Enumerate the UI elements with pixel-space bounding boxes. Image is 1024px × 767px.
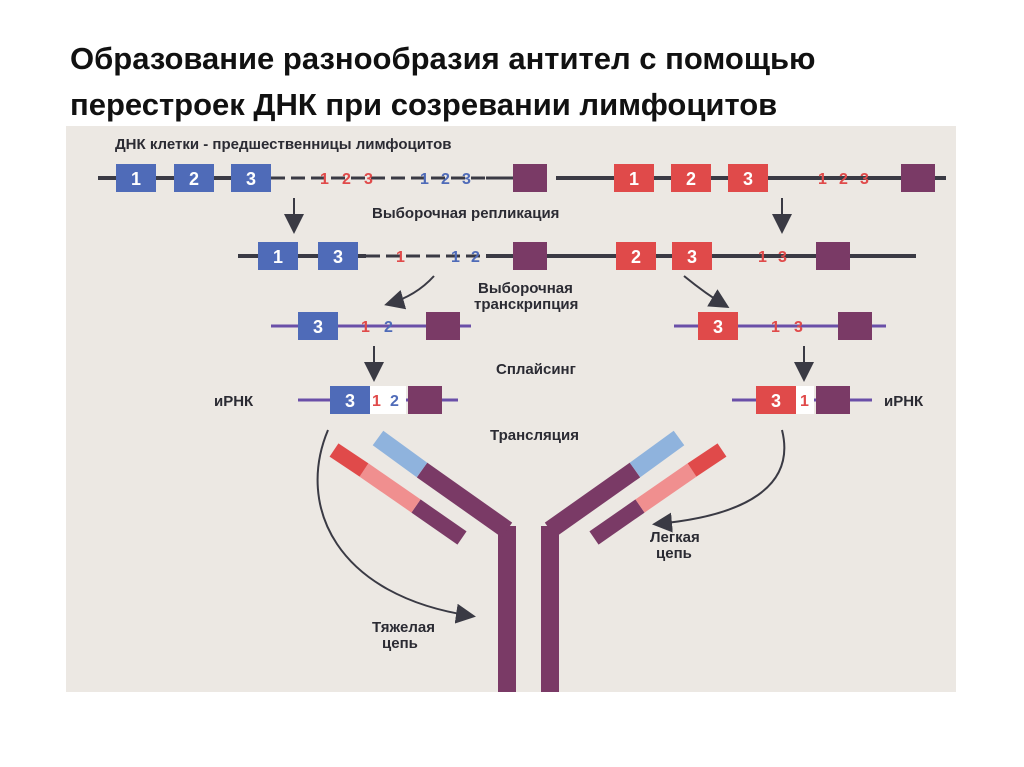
red-v-box-2-label: 2 bbox=[686, 169, 696, 189]
blue-j-seg-2: 2 bbox=[441, 171, 450, 188]
mrna-left-j-cell bbox=[370, 386, 386, 414]
title-line-1: Образование разнообразия антител с помощ… bbox=[70, 41, 816, 76]
blue-v-box-2-label: 2 bbox=[189, 169, 199, 189]
row2-blue-seg-1: 1 bbox=[451, 249, 460, 266]
blue-v-box-1 bbox=[116, 164, 156, 192]
dna-row-1: 1 2 3 1 2 3 1 2 3 1 2 3 1 2 3 bbox=[98, 164, 946, 192]
heavy-chain-arm-left-constant bbox=[416, 462, 513, 538]
mrna-right-red-seg: 1 bbox=[800, 393, 809, 410]
light-chain-label-1: Легкая bbox=[650, 529, 700, 546]
row3-blue-box-3-label: 3 bbox=[313, 317, 323, 337]
row2-constant-right bbox=[816, 242, 850, 270]
blue-v-box-3-label: 3 bbox=[246, 169, 256, 189]
red-j-seg-1: 1 bbox=[320, 171, 329, 188]
selective-replication-label: Выборочная репликация bbox=[372, 205, 559, 222]
red-v-box-2 bbox=[671, 164, 711, 192]
light-chain-label-2: цепь bbox=[656, 545, 692, 562]
row3-red-box-3-label: 3 bbox=[713, 317, 723, 337]
row3-constant-left bbox=[426, 312, 460, 340]
constant-box-right bbox=[901, 164, 935, 192]
translation-label: Трансляция bbox=[490, 427, 579, 444]
row3-constant-right bbox=[838, 312, 872, 340]
dna-row-2: 1 3 1 1 2 2 3 1 3 bbox=[238, 242, 916, 270]
row2-red-seg-right-1: 1 bbox=[758, 249, 767, 266]
red-j2-seg-1: 1 bbox=[818, 171, 827, 188]
blue-v-box-3 bbox=[231, 164, 271, 192]
row2-red-box-2-label: 2 bbox=[631, 247, 641, 267]
row2-blue-box-1 bbox=[258, 242, 298, 270]
blue-v-box-1-label: 1 bbox=[131, 169, 141, 189]
blue-j-seg-1: 1 bbox=[420, 171, 429, 188]
arrow-to-light-chain bbox=[652, 429, 786, 533]
arrow-to-heavy-chain bbox=[316, 429, 476, 624]
mrna-right-constant bbox=[816, 386, 850, 414]
row3-red-seg-1: 1 bbox=[361, 319, 370, 336]
transcript-row-3: 3 1 2 3 1 3 bbox=[271, 312, 886, 340]
mrna-left-blue-box bbox=[330, 386, 370, 414]
light-chain-right-joint bbox=[635, 463, 697, 513]
mrna-left: 3 1 2 bbox=[298, 386, 458, 414]
row2-blue-seg-2: 2 bbox=[471, 249, 480, 266]
light-chain-left-variable bbox=[329, 443, 369, 477]
row3-red-box-3 bbox=[698, 312, 738, 340]
blue-v-box-2 bbox=[174, 164, 214, 192]
red-v-box-1-label: 1 bbox=[629, 169, 639, 189]
row3-blue-box-3 bbox=[298, 312, 338, 340]
light-chain-left-joint bbox=[359, 463, 421, 513]
mrna-label-left: иРНК bbox=[214, 393, 254, 410]
row2-red-box-3 bbox=[672, 242, 712, 270]
red-j-seg-3: 3 bbox=[364, 171, 373, 188]
red-j2-seg-3: 3 bbox=[860, 171, 869, 188]
splicing-label: Сплайсинг bbox=[496, 361, 576, 378]
row3-blue-seg-2: 2 bbox=[384, 319, 393, 336]
arrow-transcription-right bbox=[683, 275, 730, 309]
row3-red-seg-right-1: 1 bbox=[771, 319, 780, 336]
light-chain-left-constant bbox=[411, 499, 467, 545]
red-v-box-3 bbox=[728, 164, 768, 192]
slide-title: Образование разнообразия антител с помощ… bbox=[70, 36, 970, 128]
heavy-chain-arm-left-variable bbox=[372, 430, 428, 478]
row2-blue-box-3 bbox=[318, 242, 358, 270]
red-j-seg-2: 2 bbox=[342, 171, 351, 188]
row2-red-seg-right-3: 3 bbox=[778, 249, 787, 266]
red-v-box-1 bbox=[614, 164, 654, 192]
row2-red-box-3-label: 3 bbox=[687, 247, 697, 267]
light-chain-right-variable bbox=[687, 443, 727, 477]
mrna-right-red-label: 3 bbox=[771, 391, 781, 411]
row3-red-seg-right-3: 3 bbox=[794, 319, 803, 336]
selective-transcription-label-2: транскрипция bbox=[474, 296, 578, 313]
antibody-molecule bbox=[329, 430, 727, 692]
light-chain-right-constant bbox=[589, 499, 645, 545]
row2-red-box-2 bbox=[616, 242, 656, 270]
antibody-diversity-figure: ДНК клетки - предшественницы лимфоцитов … bbox=[66, 126, 956, 692]
heavy-chain-stem-right bbox=[541, 526, 559, 692]
mrna-right: 3 1 bbox=[732, 386, 872, 414]
blue-j-seg-3: 3 bbox=[462, 171, 471, 188]
precursor-dna-label: ДНК клетки - предшественницы лимфоцитов bbox=[115, 136, 451, 153]
title-line-2: перестроек ДНК при созревании лимфоцитов bbox=[70, 87, 778, 122]
red-v-box-3-label: 3 bbox=[743, 169, 753, 189]
heavy-chain-label-1: Тяжелая bbox=[372, 619, 435, 636]
arrow-transcription-left bbox=[384, 275, 435, 310]
mrna-left-constant bbox=[408, 386, 442, 414]
mrna-left-d-cell bbox=[386, 386, 406, 414]
mrna-left-red-seg: 1 bbox=[372, 393, 381, 410]
mrna-right-j-cell bbox=[796, 386, 814, 414]
selective-transcription-label-1: Выборочная bbox=[478, 280, 573, 297]
mrna-left-blue-label: 3 bbox=[345, 391, 355, 411]
mrna-label-right: иРНК bbox=[884, 393, 924, 410]
mrna-right-red-box bbox=[756, 386, 796, 414]
row2-red-seg-1: 1 bbox=[396, 249, 405, 266]
mrna-left-blue-seg: 2 bbox=[390, 393, 399, 410]
heavy-chain-label-2: цепь bbox=[382, 635, 418, 652]
diagram-canvas: ДНК клетки - предшественницы лимфоцитов … bbox=[66, 126, 956, 692]
row2-constant-left bbox=[513, 242, 547, 270]
row2-blue-box-1-label: 1 bbox=[273, 247, 283, 267]
heavy-chain-arm-right-variable bbox=[629, 430, 685, 478]
red-j2-seg-2: 2 bbox=[839, 171, 848, 188]
row2-blue-box-3-label: 3 bbox=[333, 247, 343, 267]
constant-box-left bbox=[513, 164, 547, 192]
heavy-chain-arm-right-constant bbox=[544, 462, 641, 538]
heavy-chain-stem-left bbox=[498, 526, 516, 692]
